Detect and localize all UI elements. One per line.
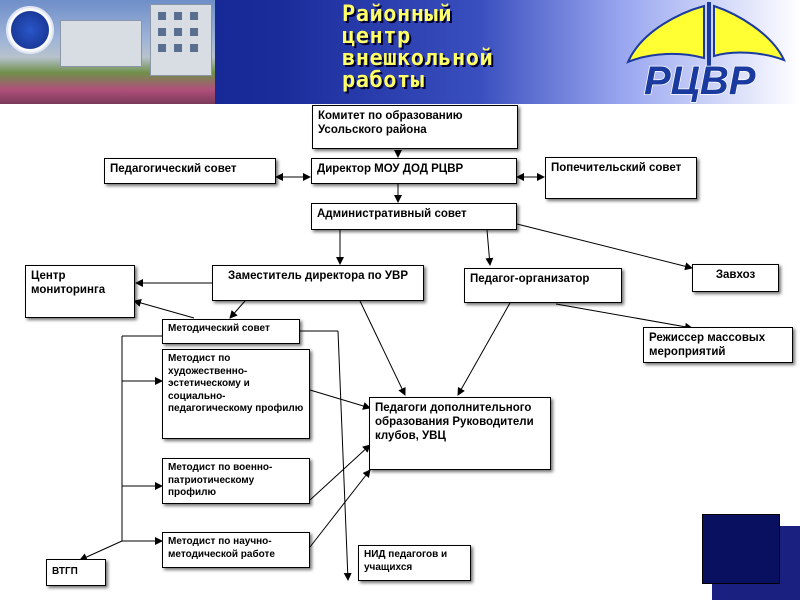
events-director-box: Режиссер массовых мероприятий — [643, 327, 793, 363]
director-box: Директор МОУ ДОД РЦВР — [311, 158, 517, 184]
title-line-4: работы — [342, 68, 425, 93]
title-line-1: Районный — [342, 2, 452, 27]
header-banner: Районный центр внешкольной работы РЦВР — [0, 0, 800, 104]
pedagogue-organizer-box: Педагог-организатор — [464, 268, 622, 303]
logo-sail-right-icon — [713, 4, 786, 62]
title-line-2: центр — [342, 24, 411, 49]
methodist-science-box: Методист по научно-методической работе — [162, 532, 310, 568]
header-photo — [0, 0, 215, 104]
nid-box: НИД педагогов и учащихся — [358, 545, 471, 581]
logo-sail-left-icon — [626, 4, 705, 64]
logo-text: РЦВР — [644, 59, 756, 103]
decor-square-front — [702, 514, 780, 584]
zavhoz-box: Завхоз — [692, 264, 779, 292]
methodical-council-box: Методический совет — [162, 319, 300, 344]
methodist-military-box: Методист по военно-патриотическому профи… — [162, 458, 310, 504]
admin-council-box: Административный совет — [311, 203, 517, 230]
emblem-icon — [6, 6, 54, 54]
rcvr-logo: РЦВР — [626, 2, 786, 104]
title-line-3: внешкольной — [342, 46, 494, 71]
deputy-director-box: Заместитель директора по УВР — [212, 265, 424, 301]
monitoring-center-box: Центр мониторинга — [25, 265, 135, 318]
vtgp-box: ВТГП — [46, 559, 106, 586]
trustee-council-box: Попечительский совет — [545, 157, 697, 199]
committee-box: Комитет по образованию Усольского района — [312, 105, 518, 149]
pedagogical-council-box: Педагогический совет — [104, 158, 276, 184]
methodist-art-box: Методист по художественно-эстетическому … — [162, 349, 310, 439]
teachers-box: Педагоги дополнительного образования Рук… — [369, 397, 551, 470]
page-title: Районный центр внешкольной работы — [342, 4, 542, 92]
